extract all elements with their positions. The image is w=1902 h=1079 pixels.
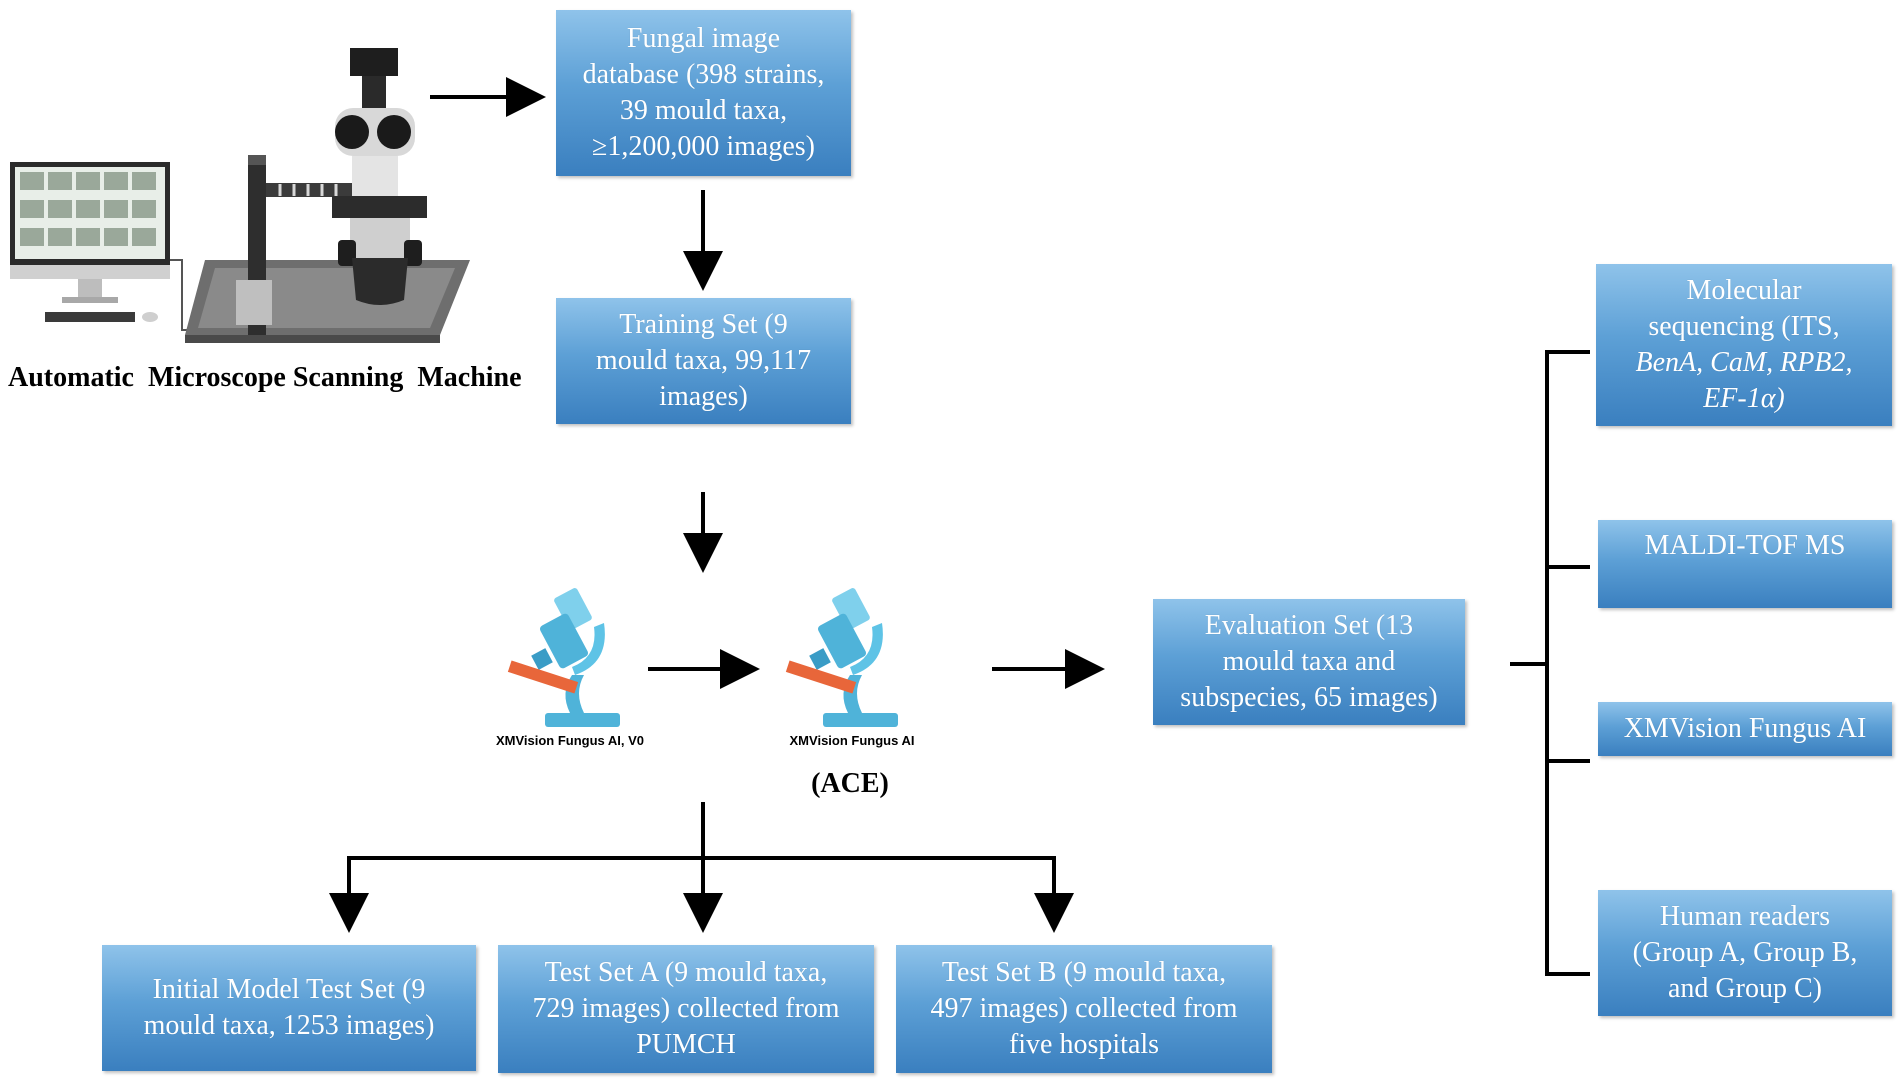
human-readers-box: Human readers (Group A, Group B, and Gro… <box>1598 890 1892 1016</box>
microscope-scanner-icon <box>10 48 470 343</box>
maldi-tof-text: MALDI-TOF MS <box>1644 530 1846 561</box>
human-readers-text: Human readers (Group A, Group B, and Gro… <box>1632 901 1858 1004</box>
molecular-line-2: sequencing (ITS, <box>1648 311 1840 342</box>
model-final-label: XMVision Fungus AI <box>789 733 915 748</box>
maldi-tof-box: MALDI-TOF MS <box>1598 520 1892 608</box>
model-v0-label: XMVision Fungus AI, V0 <box>495 733 645 748</box>
evaluation-set-box: Evaluation Set (13 mould taxa and subspe… <box>1153 599 1465 725</box>
test-set-a-box: Test Set A (9 mould taxa, 729 images) co… <box>498 945 874 1073</box>
machine-label: Automatic Microscope Scanning Machine <box>8 362 522 393</box>
test-set-b-text: Test Set B (9 mould taxa, 497 images) co… <box>930 957 1238 1060</box>
fungal-database-box: Fungal image database (398 strains, 39 m… <box>556 10 851 176</box>
xmvision-fungus-ai-text: XMVision Fungus AI <box>1623 713 1867 744</box>
training-set-box: Training Set (9 mould taxa, 99,117 image… <box>556 298 851 424</box>
training-set-text: Training Set (9 mould taxa, 99,117 image… <box>595 309 812 412</box>
fungal-database-text: Fungal image database (398 strains, 39 m… <box>582 23 825 162</box>
molecular-sequencing-text: Molecular sequencing (ITS, BenA, CaM, RP… <box>1636 273 1853 417</box>
test-set-a-text: Test Set A (9 mould taxa, 729 images) co… <box>532 957 840 1060</box>
xmvision-fungus-ai-box: XMVision Fungus AI <box>1598 702 1892 756</box>
molecular-sequencing-box: Molecular sequencing (ITS, BenA, CaM, RP… <box>1596 264 1892 426</box>
microscope-icon <box>507 588 620 727</box>
ace-label: (ACE) <box>811 768 889 799</box>
molecular-line-3: BenA, CaM, RPB2, <box>1635 347 1853 378</box>
microscope-icon <box>785 588 898 727</box>
molecular-line-1: Molecular <box>1686 275 1802 306</box>
molecular-line-4: EF-1α) <box>1703 383 1785 414</box>
test-set-b-box: Test Set B (9 mould taxa, 497 images) co… <box>896 945 1272 1073</box>
initial-model-test-set-box: Initial Model Test Set (9 mould taxa, 12… <box>102 945 476 1071</box>
initial-model-test-set-text: Initial Model Test Set (9 mould taxa, 12… <box>143 974 435 1041</box>
evaluation-set-text: Evaluation Set (13 mould taxa and subspe… <box>1180 610 1438 713</box>
